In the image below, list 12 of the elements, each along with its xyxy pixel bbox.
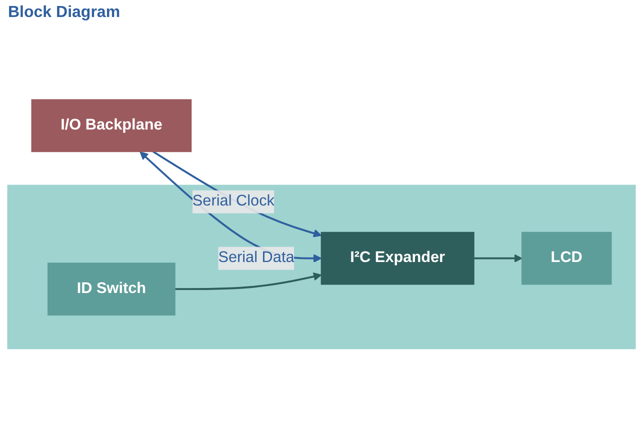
arrow	[474, 254, 522, 262]
arrow	[174, 272, 322, 290]
arrow	[152, 150, 322, 238]
arrow	[140, 151, 322, 262]
node-box: I/O Backplane	[31, 99, 192, 152]
node-box: LCD	[521, 232, 612, 285]
node-box: I²C Expander	[320, 232, 474, 285]
node-box: ID Switch	[48, 262, 176, 316]
edge-label: Serial Clock	[192, 192, 274, 210]
cluster	[7, 184, 636, 349]
diagram-title: Block Diagram	[8, 4, 122, 22]
edge-label: Serial Data	[218, 249, 294, 266]
